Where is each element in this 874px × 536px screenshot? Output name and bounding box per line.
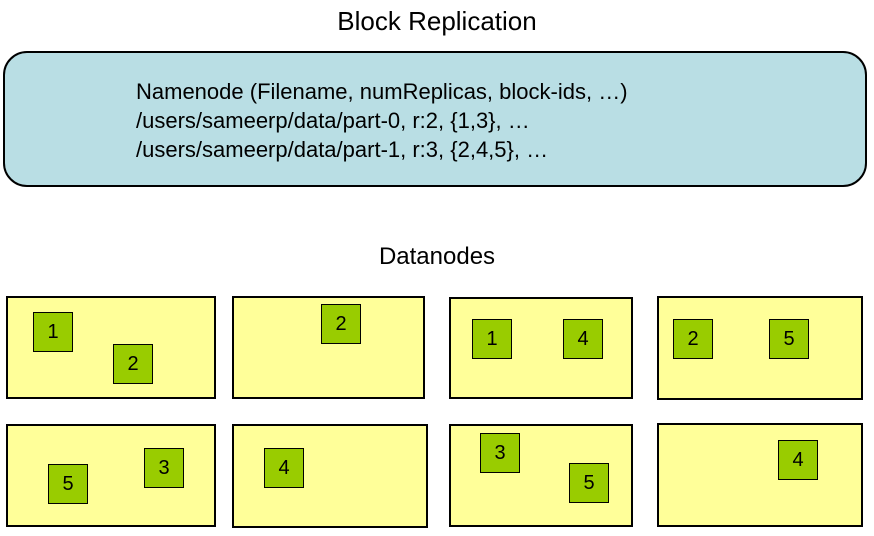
datanode-7-block-5: 5 <box>569 463 609 503</box>
datanode-7-block-3: 3 <box>480 433 520 473</box>
datanode-8-block-4: 4 <box>778 440 818 480</box>
namenode-text: Namenode (Filename, numReplicas, block-i… <box>136 77 628 164</box>
datanode-4-block-2: 2 <box>673 319 713 359</box>
datanode-8-box <box>657 423 863 527</box>
namenode-line-part0: /users/sameerp/data/part-0, r:2, {1,3}, … <box>136 108 530 133</box>
datanode-1-block-1: 1 <box>33 312 73 352</box>
datanode-6-block-4: 4 <box>264 448 304 488</box>
namenode-line-header: Namenode (Filename, numReplicas, block-i… <box>136 79 628 104</box>
datanode-1-block-2: 2 <box>113 344 153 384</box>
datanode-6-box <box>232 424 428 528</box>
namenode-line-part1: /users/sameerp/data/part-1, r:3, {2,4,5}… <box>136 137 549 162</box>
datanode-2-block-2: 2 <box>321 304 361 344</box>
namenode-box: Namenode (Filename, numReplicas, block-i… <box>3 51 867 187</box>
datanode-5-block-3: 3 <box>144 448 184 488</box>
datanode-5-block-5: 5 <box>48 464 88 504</box>
datanodes-label: Datanodes <box>378 243 496 270</box>
datanode-4-block-5: 5 <box>769 319 809 359</box>
datanode-3-block-1: 1 <box>472 319 512 359</box>
datanode-3-block-4: 4 <box>563 319 603 359</box>
page-title: Block Replication <box>337 6 537 36</box>
datanode-5-box <box>6 424 216 527</box>
